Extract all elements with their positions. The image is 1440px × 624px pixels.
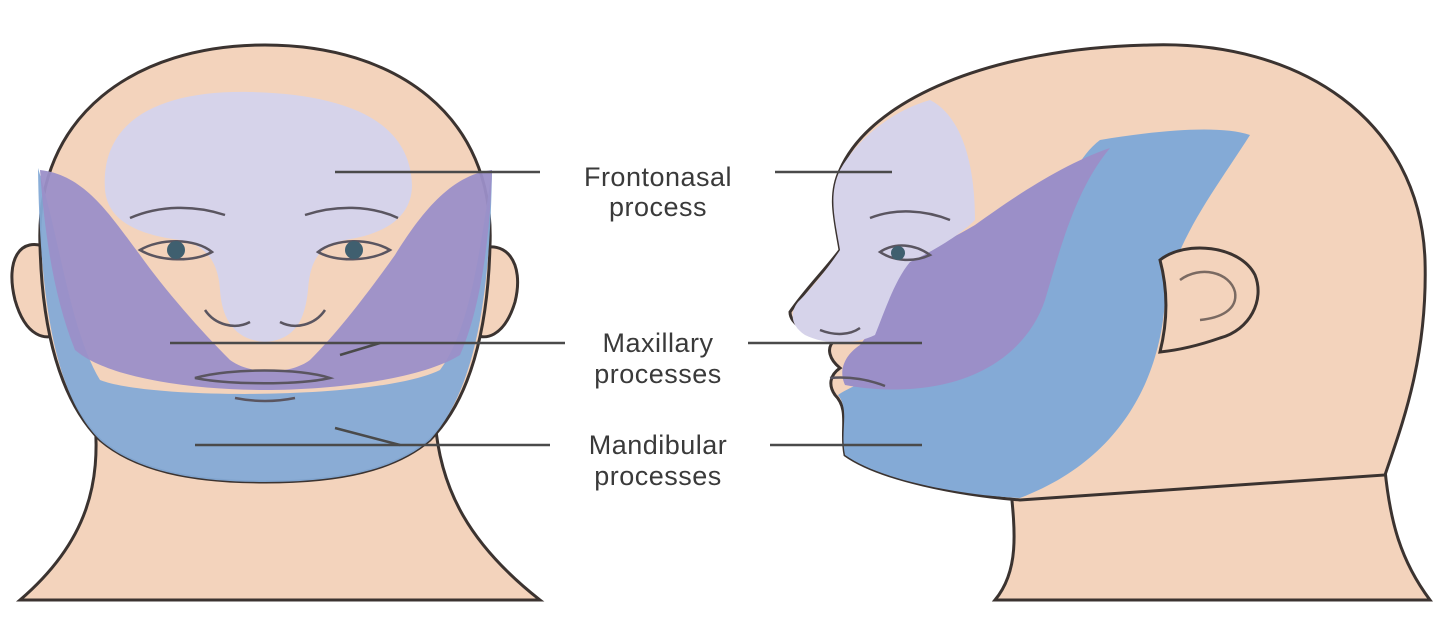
side-mandibular-region bbox=[838, 129, 1250, 499]
label-maxillary-line2: processes bbox=[594, 359, 722, 389]
side-brow bbox=[869, 210, 951, 222]
label-frontonasal-line1: Frontonasal bbox=[584, 162, 732, 192]
side-frontonasal-region bbox=[792, 100, 975, 343]
label-mandibular-line2: processes bbox=[594, 461, 722, 491]
side-neck bbox=[991, 468, 1433, 602]
front-maxillary-region bbox=[40, 170, 492, 390]
front-nose bbox=[203, 309, 327, 327]
side-ear bbox=[1158, 246, 1260, 354]
front-mouth bbox=[194, 369, 335, 385]
side-view-head bbox=[788, 43, 1433, 602]
front-right-iris bbox=[345, 241, 363, 259]
front-right-eye bbox=[315, 240, 393, 261]
label-mandibular-line1: Mandibular bbox=[589, 430, 728, 460]
front-left-eye bbox=[137, 240, 215, 261]
front-view-head bbox=[10, 43, 545, 602]
label-frontonasal-line2: process bbox=[609, 192, 707, 222]
front-chin-crease bbox=[234, 396, 296, 403]
front-facial-features bbox=[129, 206, 399, 403]
side-maxillary-region bbox=[842, 148, 1110, 390]
front-left-iris bbox=[167, 241, 185, 259]
side-nostril bbox=[819, 326, 861, 336]
leader-lines bbox=[170, 170, 922, 447]
label-maxillary-line1: Maxillary bbox=[602, 328, 713, 358]
side-mouth bbox=[829, 376, 886, 388]
front-right-brow bbox=[304, 206, 399, 220]
leader-maxillary-left-branch bbox=[339, 341, 381, 357]
front-frontonasal-region bbox=[104, 91, 412, 342]
side-iris bbox=[891, 246, 905, 260]
front-left-brow bbox=[129, 206, 226, 220]
side-ear-inner bbox=[1179, 270, 1237, 322]
labels: Frontonasal process Maxillary processes … bbox=[584, 162, 732, 491]
leader-mandibular-left-branch bbox=[334, 426, 401, 447]
front-mandibular-region bbox=[38, 168, 492, 482]
